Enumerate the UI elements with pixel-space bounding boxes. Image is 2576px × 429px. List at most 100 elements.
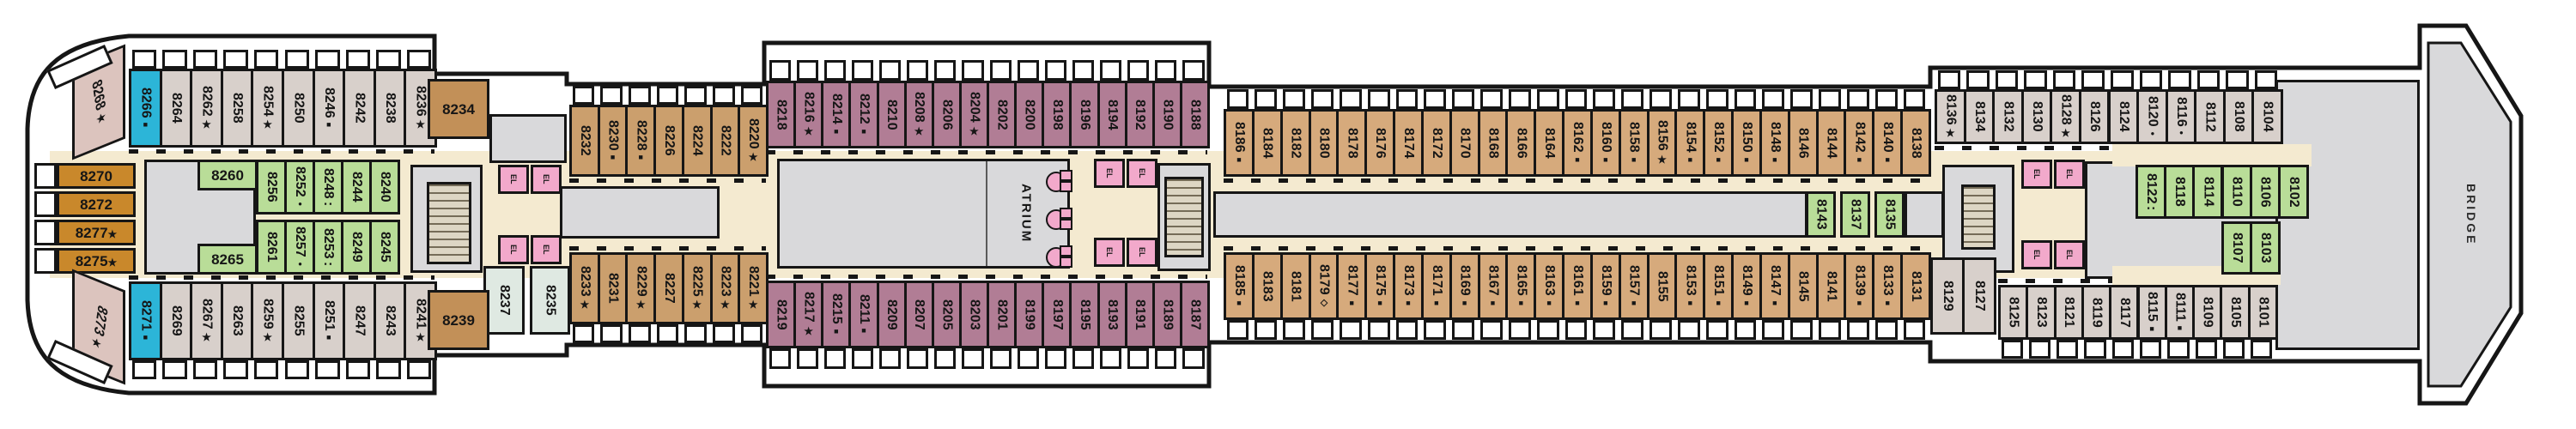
cabin-8108[interactable]: 8108 <box>2222 89 2255 144</box>
cabin-8127[interactable]: 8127 <box>1962 257 1996 335</box>
cabin-8133[interactable]: 8133■ <box>1872 252 1904 320</box>
cabin-8177[interactable]: 8177■ <box>1336 252 1368 320</box>
cabin-8143[interactable]: 8143 <box>1806 191 1836 238</box>
cabin-8233[interactable]: 8233★ <box>569 252 600 324</box>
cabin-8254[interactable]: 8254★ <box>251 69 284 148</box>
cabin-8134[interactable]: 8134 <box>1963 89 1996 144</box>
cabin-8151[interactable]: 8151■ <box>1703 252 1735 320</box>
cabin-8200[interactable]: 8200 <box>1014 81 1045 148</box>
cabin-8266[interactable]: 8266■ <box>129 69 162 148</box>
cabin-8196[interactable]: 8196 <box>1069 81 1100 148</box>
cabin-8192[interactable]: 8192 <box>1124 81 1155 148</box>
cabin-8137[interactable]: 8137 <box>1840 191 1870 238</box>
cabin-8257[interactable]: 8257● <box>284 220 315 275</box>
cabin-8165[interactable]: 8165■ <box>1505 252 1537 320</box>
cabin-8218[interactable]: 8218 <box>766 81 797 148</box>
cabin-8231[interactable]: 8231 <box>597 252 629 324</box>
cabin-8153[interactable]: 8153■ <box>1674 252 1706 320</box>
cabin-8219[interactable]: 8219 <box>766 281 797 348</box>
cabin-8121[interactable]: 8121 <box>2053 285 2084 340</box>
cabin-8210[interactable]: 8210 <box>876 81 907 148</box>
cabin-8228[interactable]: 8228■ <box>625 105 657 177</box>
cabin-8275[interactable]: 8275★ <box>57 248 136 274</box>
cabin-8240[interactable]: 8240 <box>369 160 400 214</box>
cabin-8117[interactable]: 8117 <box>2109 285 2140 340</box>
cabin-8158[interactable]: 8158■ <box>1618 109 1649 177</box>
cabin-8267[interactable]: 8267★ <box>190 281 223 360</box>
cabin-8175[interactable]: 8175■ <box>1364 252 1396 320</box>
cabin-8223[interactable]: 8223★ <box>709 252 741 324</box>
cabin-8106[interactable]: 8106 <box>2249 165 2281 219</box>
cabin-8263[interactable]: 8263 <box>220 281 254 360</box>
cabin-8187[interactable]: 8187 <box>1179 281 1210 348</box>
cabin-8259[interactable]: 8259★ <box>251 281 284 360</box>
cabin-8118[interactable]: 8118 <box>2164 165 2196 219</box>
cabin-8234[interactable]: 8234 <box>428 79 489 139</box>
cabin-8135[interactable]: 8135 <box>1874 191 1905 238</box>
cabin-8253[interactable]: 8253: <box>313 220 343 275</box>
cabin-8264[interactable]: 8264 <box>159 69 193 148</box>
cabin-8246[interactable]: 8246■ <box>312 69 346 148</box>
cabin-8214[interactable]: 8214■ <box>821 81 852 148</box>
cabin-8203[interactable]: 8203 <box>958 281 989 348</box>
cabin-8251[interactable]: 8251■ <box>312 281 346 360</box>
cabin-8159[interactable]: 8159■ <box>1589 252 1621 320</box>
cabin-8198[interactable]: 8198 <box>1042 81 1072 148</box>
cabin-8220[interactable]: 8220★ <box>738 105 769 177</box>
cabin-8173[interactable]: 8173■ <box>1393 252 1424 320</box>
cabin-8142[interactable]: 8142■ <box>1844 109 1875 177</box>
cabin-8146[interactable]: 8146 <box>1787 109 1819 177</box>
cabin-8161[interactable]: 8161■ <box>1562 252 1593 320</box>
cabin-8104[interactable]: 8104 <box>2251 89 2283 144</box>
cabin-8174[interactable]: 8174 <box>1393 109 1424 177</box>
cabin-8115[interactable]: 8115■ <box>2136 285 2167 340</box>
cabin-8101[interactable]: 8101 <box>2247 285 2278 340</box>
cabin-8136[interactable]: 8136★ <box>1935 89 1966 144</box>
cabin-8107[interactable]: 8107 <box>2221 221 2252 275</box>
cabin-8162[interactable]: 8162■ <box>1562 109 1593 177</box>
cabin-8269[interactable]: 8269 <box>159 281 193 360</box>
cabin-8244[interactable]: 8244 <box>341 160 372 214</box>
cabin-8197[interactable]: 8197 <box>1042 281 1072 348</box>
cabin-8160[interactable]: 8160■ <box>1589 109 1621 177</box>
cabin-8138[interactable]: 8138 <box>1900 109 1931 177</box>
cabin-8183[interactable]: 8183 <box>1251 252 1283 320</box>
cabin-8206[interactable]: 8206 <box>931 81 962 148</box>
cabin-8207[interactable]: 8207 <box>903 281 934 348</box>
cabin-8102[interactable]: 8102 <box>2277 165 2309 219</box>
cabin-8145[interactable]: 8145 <box>1787 252 1819 320</box>
cabin-8248[interactable]: 8248: <box>313 160 343 214</box>
cabin-8256[interactable]: 8256 <box>256 160 287 214</box>
cabin-8149[interactable]: 8149■ <box>1731 252 1762 320</box>
cabin-8111[interactable]: 8111■ <box>2164 285 2196 340</box>
cabin-8247[interactable]: 8247 <box>343 281 376 360</box>
cabin-8139[interactable]: 8139■ <box>1844 252 1875 320</box>
cabin-8232[interactable]: 8232 <box>569 105 600 177</box>
cabin-8189[interactable]: 8189 <box>1151 281 1182 348</box>
cabin-8238[interactable]: 8238 <box>373 69 407 148</box>
cabin-8224[interactable]: 8224 <box>681 105 713 177</box>
cabin-8126[interactable]: 8126 <box>2078 89 2111 144</box>
cabin-8277[interactable]: 8277★ <box>57 220 136 245</box>
cabin-8191[interactable]: 8191 <box>1124 281 1155 348</box>
cabin-8195[interactable]: 8195 <box>1069 281 1100 348</box>
cabin-8168[interactable]: 8168 <box>1477 109 1509 177</box>
cabin-8271[interactable]: 8271■ <box>129 281 162 360</box>
cabin-8179[interactable]: 8179◇ <box>1308 252 1340 320</box>
cabin-8184[interactable]: 8184 <box>1251 109 1283 177</box>
cabin-8171[interactable]: 8171■ <box>1420 252 1452 320</box>
cabin-8155[interactable]: 8155 <box>1646 252 1678 320</box>
cabin-8237[interactable]: 8237 <box>483 266 525 335</box>
cabin-8166[interactable]: 8166 <box>1505 109 1537 177</box>
cabin-8226[interactable]: 8226 <box>653 105 684 177</box>
cabin-8193[interactable]: 8193 <box>1097 281 1127 348</box>
cabin-8119[interactable]: 8119 <box>2081 285 2112 340</box>
cabin-8110[interactable]: 8110 <box>2221 165 2252 219</box>
cabin-8212[interactable]: 8212■ <box>848 81 879 148</box>
cabin-8144[interactable]: 8144 <box>1815 109 1847 177</box>
cabin-8163[interactable]: 8163■ <box>1534 252 1565 320</box>
cabin-8260[interactable]: 8260 <box>197 160 258 190</box>
cabin-8242[interactable]: 8242 <box>343 69 376 148</box>
cabin-8124[interactable]: 8124 <box>2107 89 2140 144</box>
cabin-8204[interactable]: 8204★ <box>958 81 989 148</box>
